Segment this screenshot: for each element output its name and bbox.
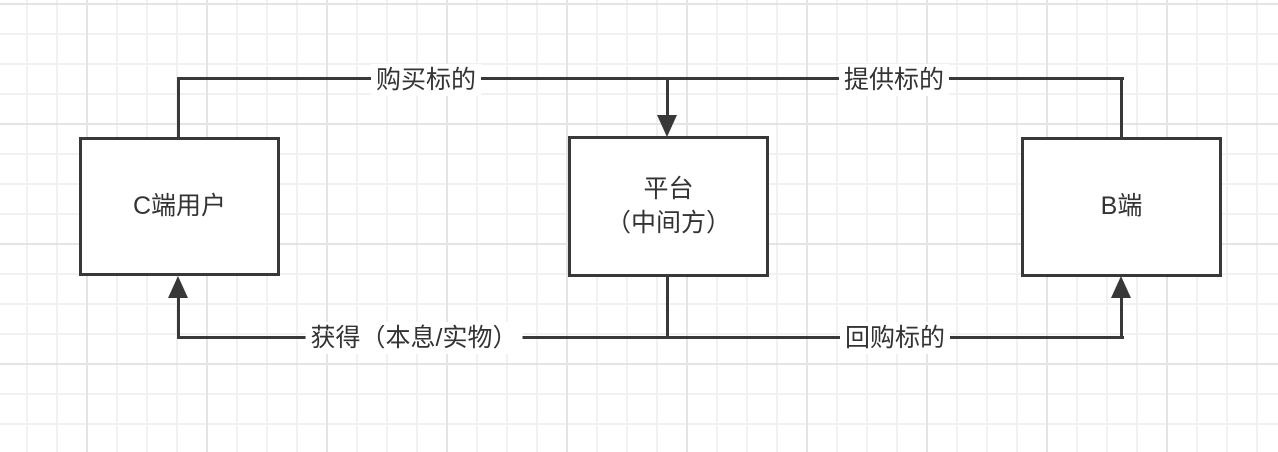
edge-label-obtain: 获得（本息/实物） — [305, 322, 523, 354]
top-connector-horizontal-line — [177, 77, 1124, 80]
node-platform-label-line2: （中间方） — [605, 208, 731, 237]
top-connector-center-drop-line — [666, 77, 669, 116]
arrowhead-up-into-c-user-icon — [168, 276, 188, 298]
node-b-side: B端 — [1021, 137, 1222, 277]
arrowhead-down-into-platform-icon — [657, 115, 677, 137]
node-c-user-label: C端用户 — [132, 191, 227, 220]
arrowhead-up-into-b-side-icon — [1111, 276, 1131, 298]
top-connector-left-vertical-line — [177, 77, 180, 137]
node-platform: 平台 （中间方） — [568, 136, 769, 277]
bottom-connector-left-vertical-line — [177, 298, 180, 339]
node-c-user: C端用户 — [79, 137, 280, 276]
bottom-connector-right-vertical-line — [1120, 298, 1123, 339]
node-b-side-label: B端 — [1100, 192, 1143, 221]
bottom-connector-center-vertical-line — [666, 276, 669, 338]
node-platform-label-line1: 平台 — [643, 174, 694, 203]
edge-label-provide: 提供标的 — [838, 64, 950, 96]
edge-label-buyback: 回购标的 — [839, 322, 951, 354]
top-connector-right-vertical-line — [1120, 77, 1123, 137]
edge-label-buy: 购买标的 — [370, 64, 482, 96]
bottom-connector-horizontal-line — [177, 336, 1124, 339]
